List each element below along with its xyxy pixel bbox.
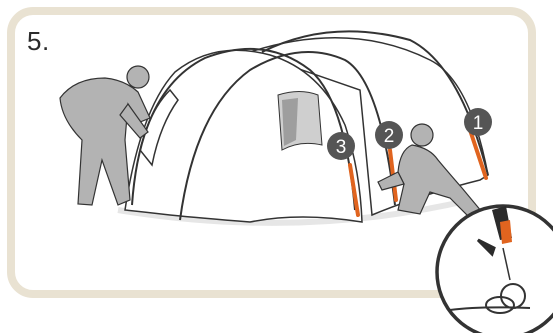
tent-window-shade	[282, 98, 298, 146]
callout-3-label: 3	[336, 137, 347, 158]
callout-3: 3	[327, 132, 355, 160]
pole-tip-accent	[500, 220, 512, 244]
callout-2-label: 2	[384, 126, 395, 147]
callout-1: 1	[464, 108, 492, 136]
callout-1-label: 1	[473, 113, 484, 134]
callout-2: 2	[375, 121, 403, 149]
detail-inset	[437, 206, 553, 333]
